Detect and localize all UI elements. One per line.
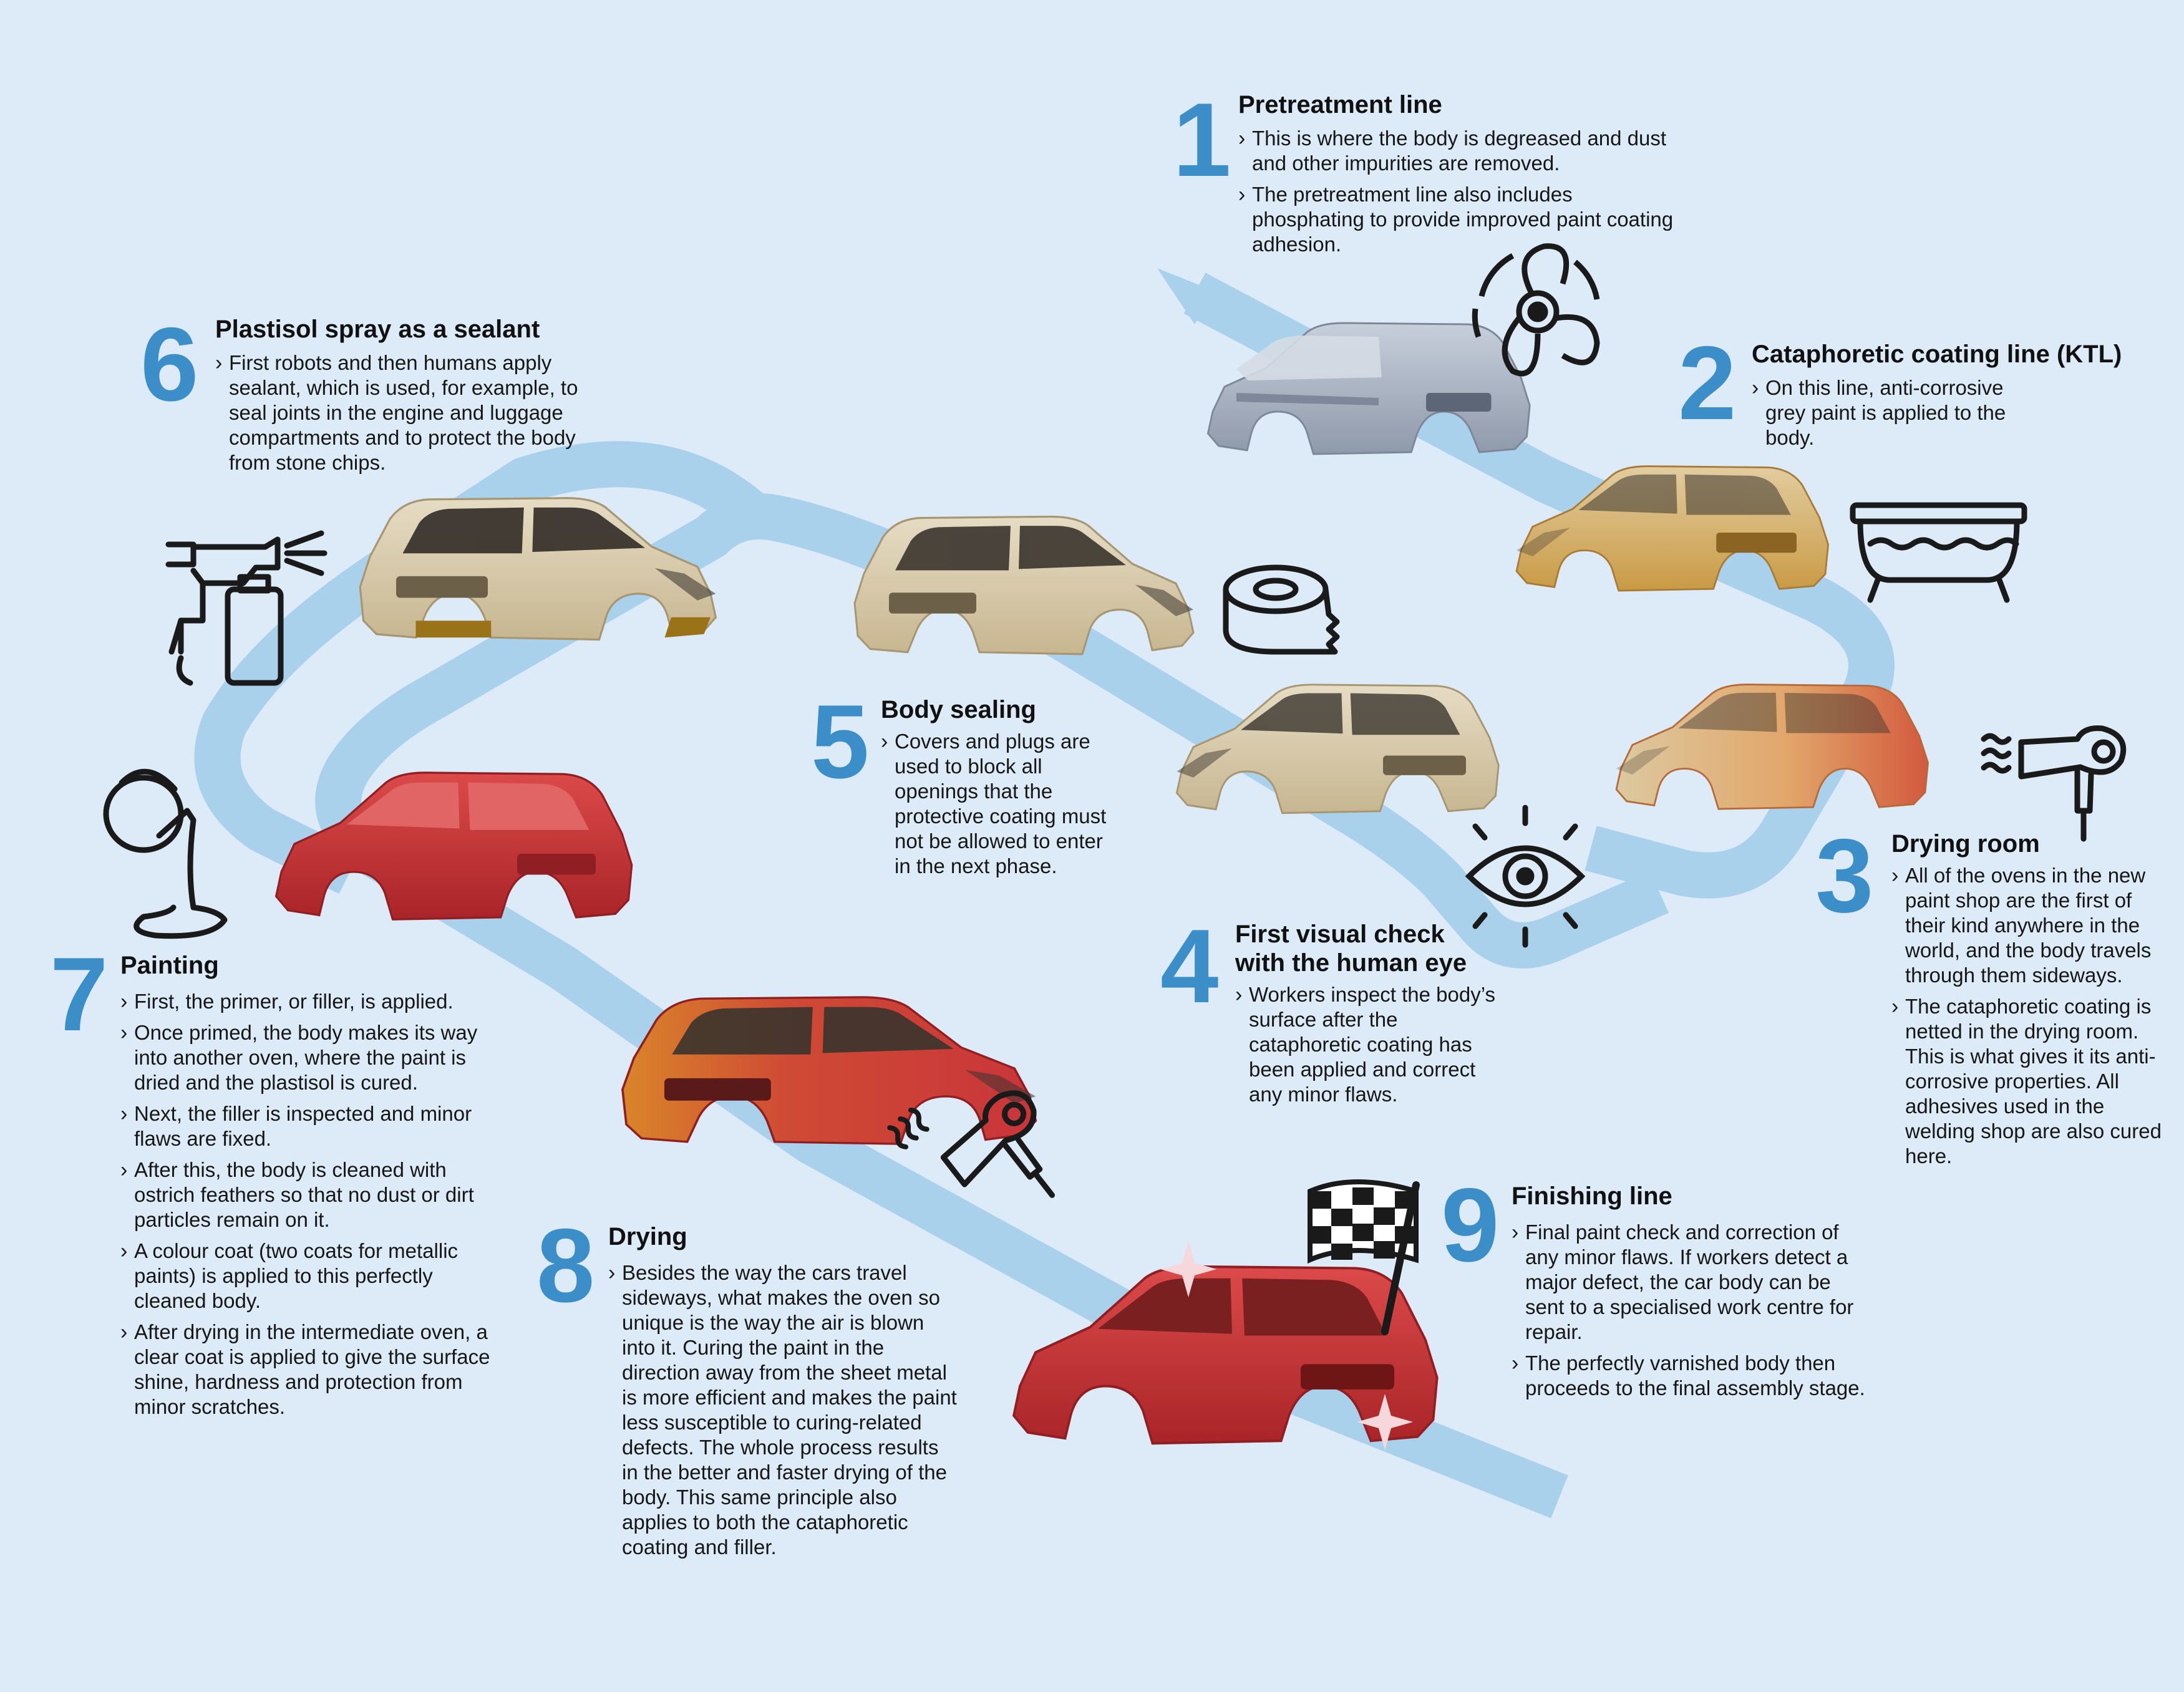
step-bullets: On this line, anti-corrosive grey paint …	[1752, 375, 2020, 457]
step-number: 8	[536, 1207, 595, 1324]
checkered-flag-icon	[1308, 1179, 1420, 1335]
step-number: 6	[140, 306, 198, 423]
step-title: Plastisol spray as a sealant	[215, 316, 540, 343]
step-3: 3 Drying room All of the ovens in the ne…	[1815, 823, 2183, 1210]
step-number: 3	[1815, 817, 1873, 934]
step-bullets: First robots and then humans apply seala…	[215, 350, 602, 481]
eye-icon	[1465, 805, 1586, 948]
car-body-pretreatment	[1206, 322, 1531, 455]
spray-gun-icon	[165, 530, 328, 686]
car-body-finishing	[1014, 1267, 1437, 1444]
car-body-drying-room	[1615, 684, 1929, 810]
step-number: 2	[1678, 324, 1736, 442]
step-6: 6 Plastisol spray as a sealant First rob…	[140, 312, 614, 486]
step-number: 9	[1441, 1166, 1499, 1284]
step-number: 1	[1173, 81, 1231, 198]
paint-bucket-icon	[103, 768, 228, 939]
hair-dryer-icon	[940, 1090, 1056, 1198]
step-number: 4	[1160, 907, 1218, 1025]
car-body-visual-check	[1175, 684, 1500, 815]
car-body-drying	[621, 996, 1037, 1145]
step-5: 5 Body sealing Covers and plugs are used…	[811, 689, 1135, 914]
step-number: 7	[50, 935, 108, 1053]
step-number: 5	[811, 683, 869, 800]
bathtub-icon	[1850, 502, 2027, 603]
bullet: Once primed, the body makes its way into…	[120, 1020, 495, 1095]
step-8: 8 Drying Besides the way the cars travel…	[536, 1213, 973, 1587]
bullet: Next, the filler is inspected and minor …	[120, 1101, 495, 1151]
bullet: Final paint check and correction of any …	[1512, 1220, 1873, 1345]
bullet: Besides the way the cars travel sideways…	[608, 1260, 958, 1560]
car-body-ktl	[1515, 465, 1830, 592]
step-bullets: Covers and plugs are used to block all o…	[881, 729, 1118, 885]
step-bullets: Besides the way the cars travel sideways…	[608, 1260, 958, 1566]
step-bullets: All of the ovens in the new paint shop a…	[1891, 863, 2169, 1175]
step-title: Drying room	[1891, 830, 2040, 858]
step-title: Painting	[120, 952, 219, 979]
bullet: First robots and then humans apply seala…	[215, 350, 602, 475]
step-4: 4 First visual check with the human eye …	[1160, 914, 1510, 1119]
step-7: 7 Painting First, the primer, or filler,…	[50, 942, 512, 1459]
bullet: Workers inspect the body’s surface after…	[1235, 982, 1503, 1107]
car-body-sealing	[853, 515, 1195, 655]
step-title: Pretreatment line	[1238, 91, 1442, 118]
bullet: After drying in the intermediate oven, a…	[120, 1320, 495, 1419]
car-body-plastisol	[359, 497, 717, 641]
bullet: On this line, anti-corrosive grey paint …	[1752, 375, 2020, 450]
step-title: Finishing line	[1512, 1182, 1672, 1210]
bullet: Covers and plugs are used to block all o…	[881, 729, 1118, 879]
conveyor-arrow	[1157, 268, 1216, 324]
bullet: After this, the body is cleaned with ost…	[120, 1158, 495, 1232]
step-bullets: Workers inspect the body’s surface after…	[1235, 982, 1503, 1113]
step-bullets: First, the primer, or filler, is applied…	[120, 989, 495, 1426]
step-title: Body sealing	[881, 696, 1036, 723]
bullet: First, the primer, or filler, is applied…	[120, 989, 495, 1014]
hair-dryer-icon	[1981, 725, 2127, 842]
heat-waves-icon	[887, 1108, 929, 1149]
step-1: 1 Pretreatment line This is where the bo…	[1173, 87, 1684, 274]
step-title: First visual check with the human eye	[1235, 921, 1467, 977]
step-title: Cataphoretic coating line (KTL)	[1752, 341, 2122, 368]
bullet: The pretreatment line also includes phos…	[1238, 182, 1675, 257]
step-bullets: Final paint check and correction of any …	[1512, 1220, 1873, 1407]
step-9: 9 Finishing line Final paint check and c…	[1441, 1172, 1890, 1434]
step-2: 2 Cataphoretic coating line (KTL) On thi…	[1678, 331, 2171, 468]
tape-roll-icon	[1223, 564, 1340, 655]
bullet: This is where the body is degreased and …	[1238, 126, 1675, 176]
bullet: The perfectly varnished body then procee…	[1512, 1351, 1873, 1401]
bullet: The cataphoretic coating is netted in th…	[1891, 994, 2169, 1169]
fan-icon	[1472, 243, 1600, 377]
bullet: All of the ovens in the new paint shop a…	[1891, 863, 2169, 988]
step-bullets: This is where the body is degreased and …	[1238, 126, 1675, 263]
bullet: A colour coat (two coats for metallic pa…	[120, 1239, 495, 1313]
step-title: Drying	[608, 1223, 687, 1250]
car-body-painting	[274, 771, 633, 921]
sparkle-icon	[1160, 1241, 1413, 1450]
